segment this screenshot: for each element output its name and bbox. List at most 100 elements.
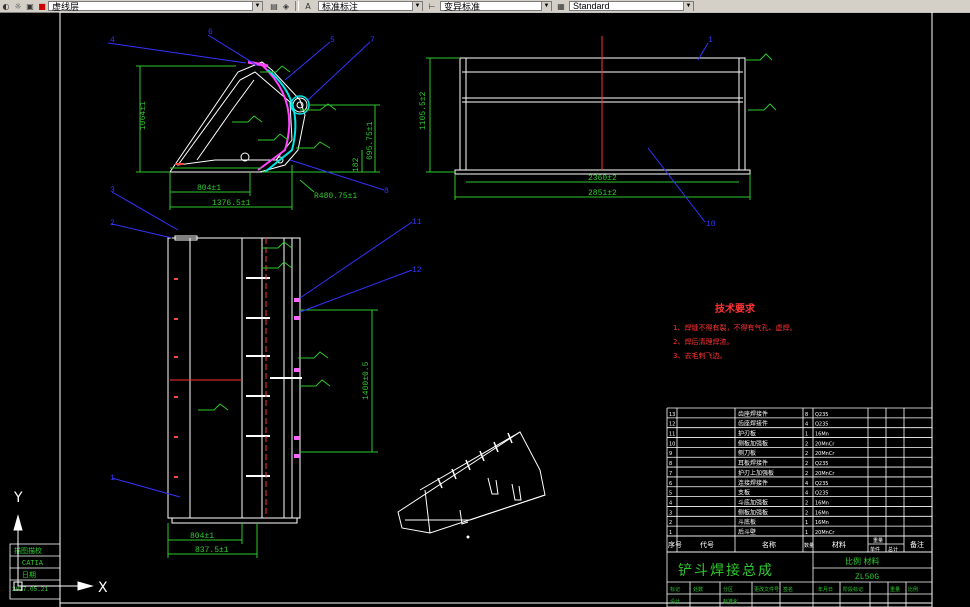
bom-cell: 后斗壁: [738, 528, 756, 536]
table-style-combo[interactable]: Standard ▼: [569, 1, 694, 11]
bom-cell: 1: [805, 520, 808, 526]
tb-r1-c2: 处数: [693, 586, 703, 593]
bom-cell: 4: [805, 481, 808, 487]
text-style-combo[interactable]: 标准标注 ▼: [318, 1, 423, 12]
bom-cell: 12: [669, 422, 675, 428]
bom-cell: 16Mn: [815, 510, 829, 516]
ucs-icon: [13, 514, 94, 591]
dim-top-w2: 2851±2: [588, 189, 617, 198]
bom-cell: 16Mn: [815, 432, 829, 438]
bom-cell: 4: [805, 491, 808, 497]
bom-cell: 1: [805, 530, 808, 536]
dim-top-h: 1105.5±2: [419, 91, 428, 130]
bom-header-name: 名称: [762, 540, 776, 549]
balloon-12: 12: [412, 266, 422, 275]
dim-front-h: 1400±0.5: [362, 361, 371, 400]
bom-cell: 20MnCr: [815, 530, 835, 536]
bom-cell: 4: [669, 500, 672, 506]
color-swatch-icon[interactable]: ■: [38, 1, 46, 11]
balloon-2: 2: [110, 219, 115, 228]
bom-cell: 3: [669, 510, 672, 516]
chevron-down-icon[interactable]: ▼: [412, 2, 422, 11]
bom-cell: Q235: [815, 481, 828, 487]
bom-cell: 齿座焊接件: [738, 420, 768, 428]
bom-cell: 侧板加强板: [738, 439, 768, 447]
tech-item-3: 3、去毛刺飞边。: [673, 351, 726, 360]
chevron-down-icon[interactable]: ▼: [541, 2, 551, 11]
balloon-8: 8: [384, 187, 389, 196]
bom-cell: 7: [669, 471, 672, 477]
stamp-line-3: 日期: [22, 571, 36, 579]
bom-header-note: 备注: [910, 540, 924, 549]
chevron-down-icon[interactable]: ▼: [683, 2, 693, 11]
bom-cell: 1: [669, 530, 672, 536]
table-style-icon[interactable]: ▦: [557, 1, 565, 11]
text-style-value: 标准标注: [322, 1, 359, 12]
bom-cell: 20MnCr: [815, 471, 835, 477]
bom-header-material: 材料: [832, 540, 846, 549]
dim-side-h3: 182: [352, 157, 361, 172]
stamp-line-4: 2017.05.21: [12, 586, 48, 593]
freeze-icon[interactable]: ☼: [14, 1, 22, 11]
table-style-value: Standard: [573, 1, 610, 11]
bom-cell: Q235: [815, 491, 828, 497]
top-view: 1105.5±2 2360±2 2851±2 1 10: [419, 36, 777, 229]
bom-cell: 侧板加强板: [738, 508, 768, 516]
layer-manager-icon[interactable]: ▤: [270, 1, 278, 11]
bom-header-weight: 重量: [873, 537, 883, 544]
tb-r1-c6: 年月日: [818, 586, 833, 593]
bom-cell: 20MnCr: [815, 441, 835, 447]
bom-cell: 16Mn: [815, 500, 829, 506]
dim-style-icon[interactable]: ⊢: [428, 1, 436, 11]
lock-icon[interactable]: ▣: [26, 1, 34, 11]
bom-cell: 20MnCr: [815, 451, 835, 457]
bom-cell: Q235: [815, 412, 828, 418]
chevron-down-icon[interactable]: ▼: [252, 2, 262, 11]
dim-front-w1: 804±1: [190, 532, 214, 541]
bom-cell: 9: [669, 451, 672, 457]
text-style-icon[interactable]: A: [305, 1, 311, 11]
dim-side-h2: 695.75±1: [366, 121, 375, 160]
dim-side-w1: 804±1: [197, 184, 221, 193]
balloon-11: 11: [412, 218, 422, 227]
tech-item-1: 1、焊缝不得有裂，不得有气孔、虚焊。: [673, 323, 796, 332]
bom-cell: 耳板焊接件: [738, 459, 768, 467]
dim-front-w2: 837.5±1: [195, 546, 229, 555]
dim-side-h1: 1064±1: [139, 101, 148, 130]
dim-side-w2: 1376.5±1: [212, 199, 251, 208]
bom-cell: 10: [669, 441, 675, 447]
tb-r2-c3: 阶段标记: [843, 586, 863, 593]
balloon-7: 7: [370, 36, 375, 45]
layer-combo[interactable]: 虚线层 ▼: [48, 1, 263, 12]
balloon-top-1: 1: [708, 36, 713, 45]
tb-r1-c1: 标记: [670, 586, 680, 593]
bom-header-total: 总计: [888, 546, 898, 553]
drawing-canvas[interactable]: 1064±1 695.75±1 182 804±1 1376.5±1 R480.…: [0, 12, 970, 607]
drawing-name: 铲斗焊接总成: [678, 562, 774, 579]
bom-cell: 侧刀板: [738, 449, 756, 457]
dim-top-w1: 2360±2: [588, 174, 617, 183]
bom-cell: Q235: [815, 461, 828, 467]
balloon-4: 4: [110, 36, 115, 45]
balloon-3: 3: [110, 186, 115, 195]
ucs-x-label: X: [98, 580, 108, 596]
bom-cell: 齿座焊接件: [738, 410, 768, 418]
bom-cell: 2: [805, 451, 808, 457]
front-view: 1400±0.5 804±1 837.5±1 3 2 1 11 12: [110, 186, 422, 558]
layer-visibility-icon[interactable]: ◐: [2, 1, 10, 11]
bom-cell: 8: [669, 461, 672, 467]
tb-r2-c2: 标准化: [723, 598, 738, 605]
bom-cell: 护刃上加强板: [738, 469, 774, 477]
bom-cell: 2: [805, 471, 808, 477]
tech-title: 技术要求: [715, 302, 756, 315]
bom-cell: 连接焊接件: [738, 479, 768, 487]
layer-combo-value: 虚线层: [52, 1, 80, 12]
technical-requirements: 技术要求 1、焊缝不得有裂，不得有气孔、虚焊。 2、焊后清理焊渣。 3、去毛刺飞…: [673, 302, 796, 360]
isometric-view: [397, 431, 546, 539]
balloon-1: 1: [110, 474, 115, 483]
bom-cell: 2: [805, 441, 808, 447]
toolbar-separator: [295, 1, 299, 11]
dim-style-combo[interactable]: 变异标准 ▼: [440, 1, 552, 12]
layer-states-icon[interactable]: ◈: [282, 1, 290, 11]
tb-r2-c5: 比例: [908, 586, 918, 593]
